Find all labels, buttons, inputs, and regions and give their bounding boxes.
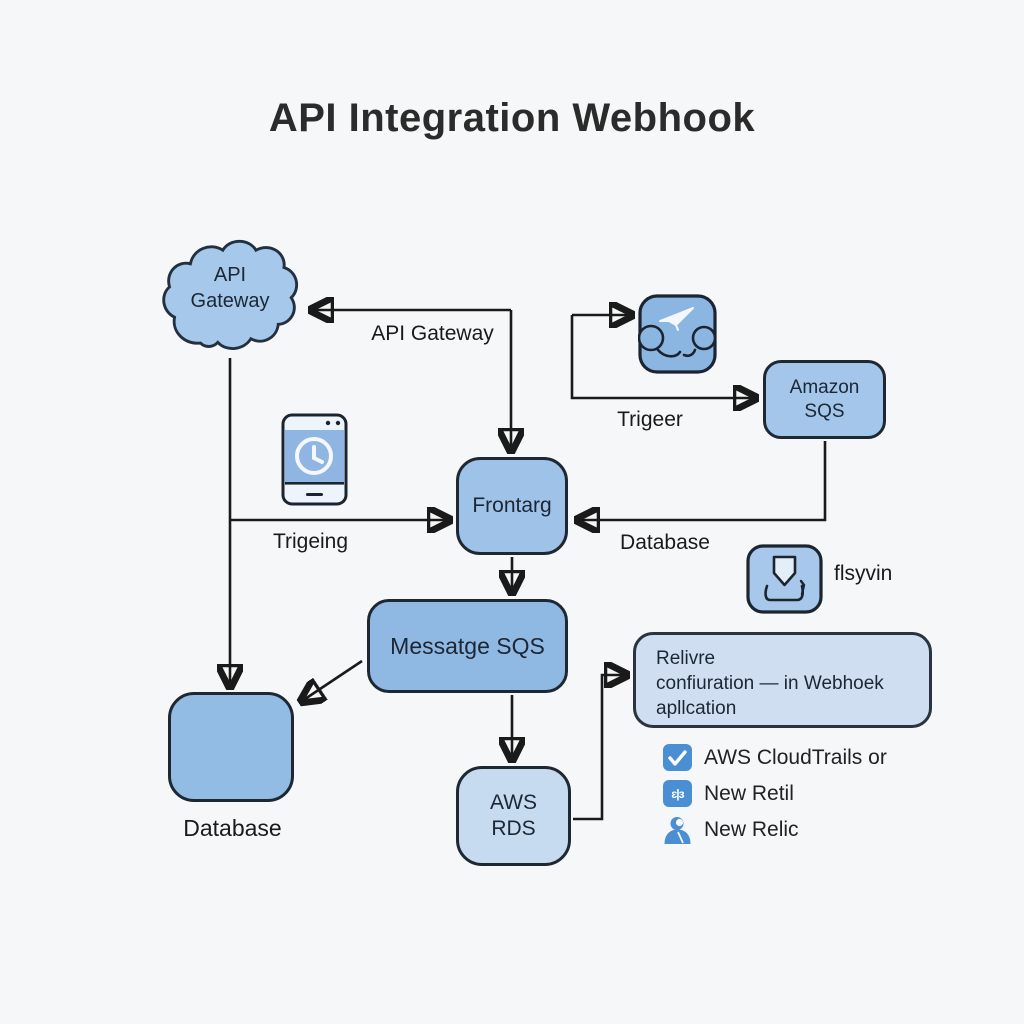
list-item: ɛ|ɜ New Retil — [663, 780, 887, 807]
edge-label-api-gateway: API Gateway — [371, 322, 494, 345]
checklist-label-1: AWS CloudTrails or — [704, 745, 887, 769]
cloud-shape — [162, 239, 299, 350]
node-aws-rds: AWS RDS — [456, 766, 571, 866]
node-amazon-sqs: Amazon SQS — [763, 360, 886, 439]
person-icon — [663, 816, 692, 844]
flsyvin-label: flsyvin — [834, 562, 893, 585]
paper-plane-glyph — [659, 307, 694, 331]
aws-rds-line2: RDS — [491, 817, 536, 840]
monitoring-checklist: AWS CloudTrails or ɛ|ɜ New Retil New Rel… — [663, 744, 887, 844]
cloud-label-line1: API — [213, 264, 247, 286]
node-api-gateway-cloud: API Gateway — [158, 234, 302, 360]
list-item: New Relic — [663, 816, 887, 844]
edge-label-database: Database — [620, 531, 710, 554]
edge-label-trigeing: Trigeing — [272, 530, 349, 553]
edge-awsrds-to-note — [573, 675, 626, 821]
note-line2: confiuration — in Webhoek — [656, 673, 884, 695]
list-item: AWS CloudTrails or — [663, 744, 887, 771]
phone-clock-icon — [281, 413, 348, 511]
code-icon: ɛ|ɜ — [663, 780, 692, 807]
edge-messagesqs-to-database — [302, 659, 363, 701]
cloud-label: API Gateway — [158, 262, 302, 314]
frontarg-label: Frontarg — [472, 493, 552, 517]
amazon-sqs-line2: SQS — [804, 400, 845, 422]
cloud-label-line2: Gateway — [190, 290, 270, 312]
aws-rds-line1: AWS — [489, 790, 538, 814]
message-sqs-label: Messatge SQS — [390, 632, 545, 659]
node-frontarg: Frontarg — [456, 457, 568, 555]
node-webhook-note: Relivre confiuration — in Webhoek apllca… — [633, 632, 932, 728]
database-label: Database — [183, 815, 282, 841]
edge-amazonsqs-to-frontarg — [578, 441, 827, 520]
download-tray-glyph — [772, 555, 797, 587]
note-line1: Relivre — [656, 648, 716, 669]
trigger-icon — [637, 294, 717, 379]
checklist-label-2: New Retil — [704, 781, 794, 805]
node-database — [168, 692, 294, 802]
edge-label-trigeer: Trigeer — [617, 408, 683, 431]
node-message-sqs: Messatge SQS — [367, 599, 568, 693]
checklist-label-3: New Relic — [704, 817, 799, 841]
diagram-title: API Integration Webhook — [268, 96, 756, 140]
checkmark-icon — [663, 744, 692, 771]
amazon-sqs-line1: Amazon — [789, 376, 860, 398]
note-line3: apllcation — [656, 698, 737, 720]
flsyvin-icon — [746, 544, 823, 619]
